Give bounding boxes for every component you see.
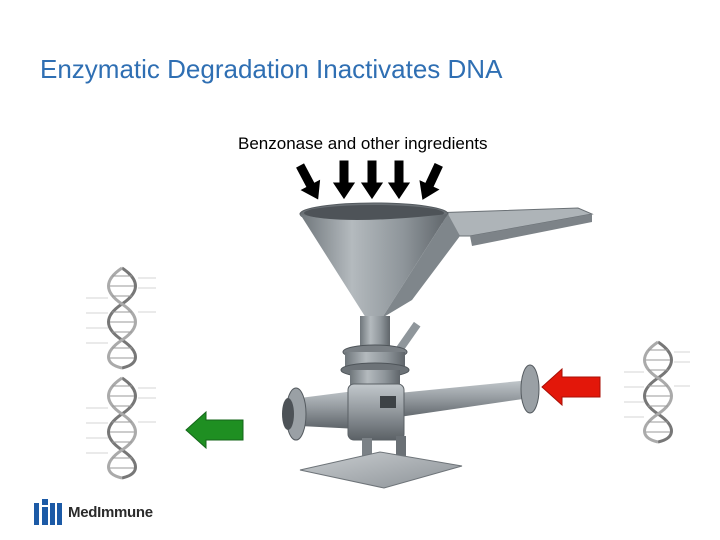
medimmune-logo: MedImmune	[34, 498, 153, 526]
dna-helix-icon	[86, 376, 156, 480]
arrow-down-icon	[418, 161, 445, 202]
arrow-down-icon	[331, 159, 357, 201]
arrow-left-icon	[541, 367, 601, 407]
logo-text: MedImmune	[68, 503, 153, 521]
slide-title: Enzymatic Degradation Inactivates DNA	[40, 54, 503, 84]
dna-helix-icon	[624, 340, 690, 444]
arrow-down-icon	[294, 162, 322, 202]
logo-mark-icon	[34, 499, 64, 525]
ingredients-caption: Benzonase and other ingredients	[238, 134, 488, 153]
arrow-down-icon	[359, 159, 385, 201]
arrow-left-icon	[185, 410, 244, 450]
dna-helix-icon	[86, 266, 156, 370]
arrow-down-icon	[386, 159, 412, 201]
